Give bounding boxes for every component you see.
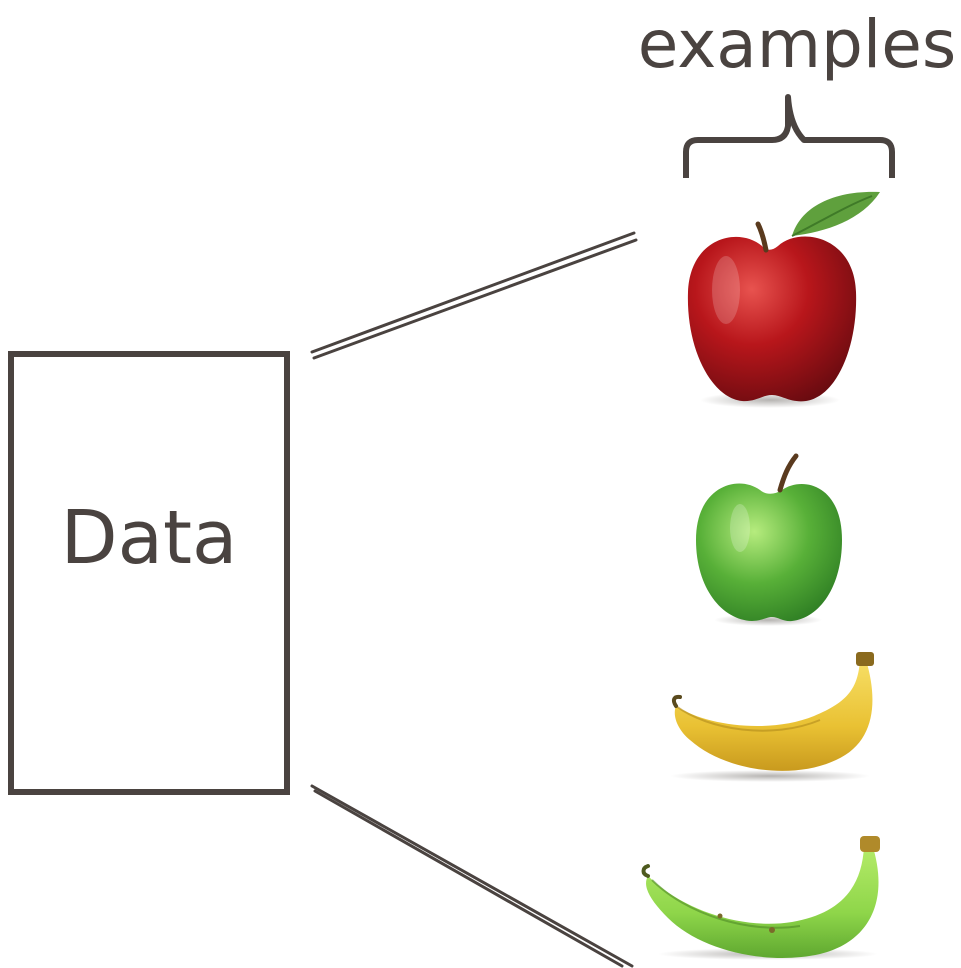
yellow-banana-image bbox=[670, 652, 874, 782]
connector-top-line bbox=[310, 231, 638, 360]
green-banana-image bbox=[641, 836, 880, 960]
connector-bottom-line bbox=[310, 784, 634, 968]
green-apple-image bbox=[696, 453, 842, 626]
data-box-label: Data bbox=[61, 495, 238, 581]
examples-brace bbox=[683, 94, 895, 178]
red-apple-image bbox=[687, 191, 880, 408]
examples-title: examples bbox=[638, 6, 956, 83]
data-box bbox=[8, 351, 290, 795]
